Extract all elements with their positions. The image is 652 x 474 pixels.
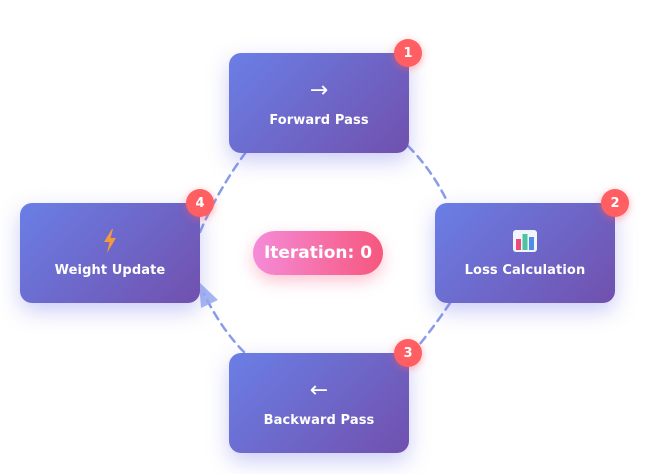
forward-pass-node[interactable]: → Forward Pass [229, 53, 409, 153]
step-badge-2: 2 [601, 189, 629, 217]
backward-pass-label: Backward Pass [263, 412, 375, 428]
arrow-right-icon: → [309, 77, 329, 103]
bar-chart-icon [512, 229, 538, 253]
arrowhead-icon [199, 282, 218, 308]
step-badge-1: 1 [394, 39, 422, 67]
step-badge-4: 4 [186, 189, 214, 217]
forward-pass-label: Forward Pass [269, 112, 369, 128]
connector-forward-to-loss [406, 144, 450, 205]
arrow-left-icon: ← [309, 377, 329, 403]
loss-calculation-label: Loss Calculation [464, 262, 586, 278]
weight-update-node[interactable]: Weight Update [20, 203, 200, 303]
loss-calculation-node[interactable]: Loss Calculation [435, 203, 615, 303]
backward-pass-node[interactable]: ← Backward Pass [229, 353, 409, 453]
weight-update-label: Weight Update [54, 262, 166, 278]
step-badge-3: 3 [394, 339, 422, 367]
iteration-counter: Iteration: 0 [253, 231, 383, 275]
lightning-icon [102, 228, 118, 253]
connector-weight-to-forward [198, 150, 248, 234]
